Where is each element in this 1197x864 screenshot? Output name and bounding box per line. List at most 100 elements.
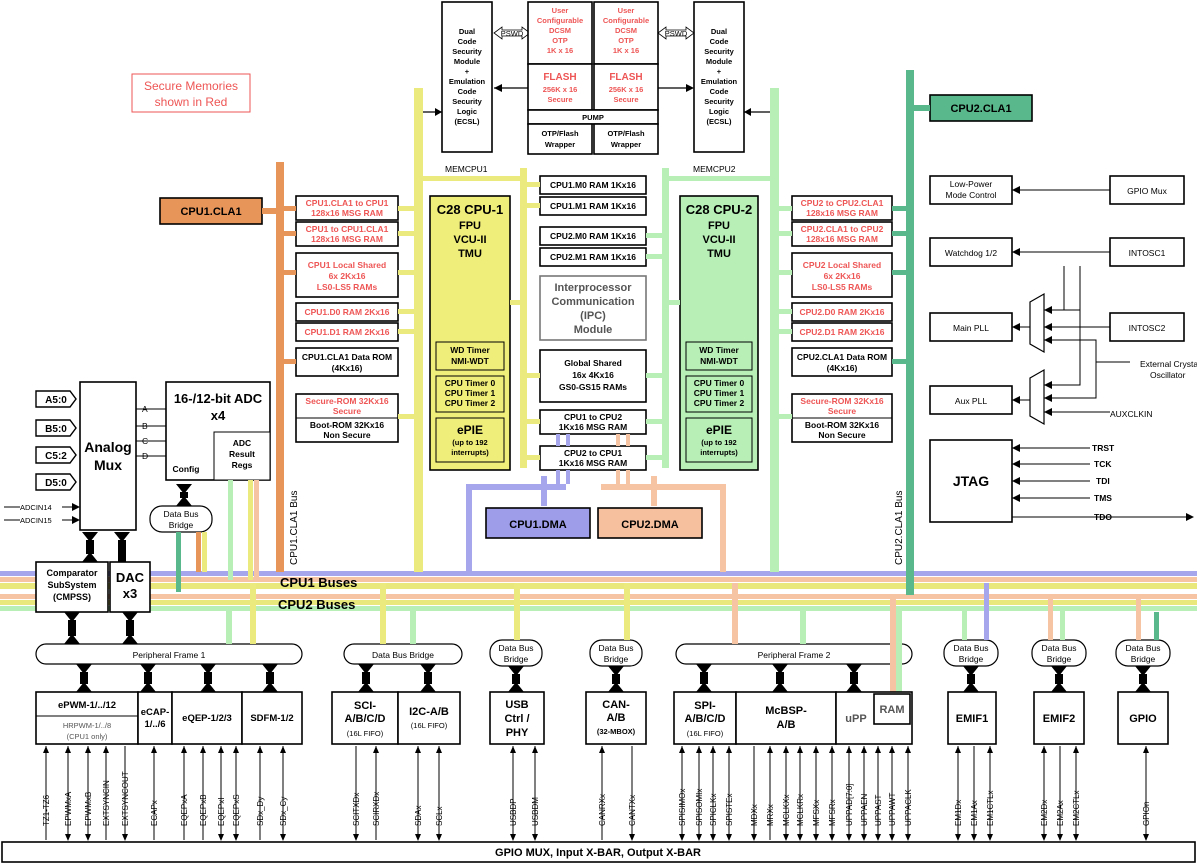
pin-arrow-down	[510, 834, 516, 841]
pin-label: SPICLKx	[709, 794, 718, 826]
pin-label: UPPAEN	[860, 793, 869, 826]
svg-text:LS0-LS5 RAMs: LS0-LS5 RAMs	[812, 282, 873, 292]
pin-arrow-down	[696, 834, 702, 841]
pin-arrow-down	[532, 834, 538, 841]
svg-text:eCAP-: eCAP-	[141, 707, 170, 718]
pin-label: EPWMxA	[64, 791, 73, 826]
svg-text:CPU Timer 1: CPU Timer 1	[445, 388, 496, 398]
pin-arrow-down	[797, 834, 803, 841]
svg-text:Boot-ROM 32Kx16: Boot-ROM 32Kx16	[310, 420, 384, 430]
pin-arrow-down	[726, 834, 732, 841]
svg-text:FLASH: FLASH	[543, 72, 576, 83]
svg-text:Result: Result	[229, 449, 255, 459]
svg-text:Non Secure: Non Secure	[818, 430, 866, 440]
pin-label: SPISTEx	[725, 794, 734, 826]
cpu1-buses-label: CPU1 Buses	[280, 575, 357, 590]
pin-arrow-up	[696, 746, 702, 753]
adc-bridge: Data Bus Bridge	[149, 505, 213, 533]
svg-text:HRPWM-1/../8: HRPWM-1/../8	[63, 721, 111, 730]
pin-label: MFSRx	[828, 799, 837, 826]
svg-text:CPU2.CLA1 Data ROM: CPU2.CLA1 Data ROM	[797, 352, 887, 362]
pin-arrow-down	[829, 834, 835, 841]
svg-text:CPU1 to CPU2: CPU1 to CPU2	[564, 412, 622, 422]
periph-mcbsp: McBSP- A/B	[735, 691, 837, 745]
pin-arrow-up	[726, 746, 732, 753]
pin-arrow-up	[233, 746, 239, 753]
dma-bus-lines	[466, 476, 726, 572]
svg-text:EMIF2: EMIF2	[1043, 713, 1075, 725]
svg-text:PHY: PHY	[506, 727, 529, 739]
svg-text:Module: Module	[706, 57, 732, 66]
periph-emif2: EMIF2	[1033, 691, 1085, 745]
svg-text:CPU2 Local Shared: CPU2 Local Shared	[803, 260, 881, 270]
cpu2-core: C28 CPU-2 FPU VCU-II TMU WD Timer NMI-WD…	[679, 195, 759, 471]
svg-text:B5:0: B5:0	[45, 424, 67, 435]
svg-text:External Crystal or: External Crystal or	[1140, 359, 1197, 369]
svg-text:(4Kx16): (4Kx16)	[332, 363, 363, 373]
svg-text:Data Bus Bridge: Data Bus Bridge	[372, 650, 434, 660]
cpu1-bus-center	[520, 168, 527, 468]
jtag-block: JTAG TRST TCK TDI TMS TDO	[929, 439, 1194, 523]
memcpu1-label: MEMCPU1	[445, 164, 488, 174]
cpu2-cla1-bus-line	[906, 70, 914, 595]
dcsm-right: Dual Code Security Module + Emulation Co…	[693, 1, 745, 153]
pin-arrow-up	[861, 746, 867, 753]
pin-label: UPPAST	[874, 794, 883, 826]
pin-arrow-up	[783, 746, 789, 753]
svg-text:interrupts): interrupts)	[451, 448, 489, 457]
svg-text:TCK: TCK	[1094, 459, 1112, 469]
pin-arrow-down	[679, 834, 685, 841]
svg-text:SDFM-1/2: SDFM-1/2	[250, 713, 293, 724]
svg-text:ADCIN15: ADCIN15	[20, 516, 52, 525]
svg-text:Data Bus: Data Bus	[599, 643, 634, 653]
svg-text:CAN-: CAN-	[602, 699, 630, 711]
pin-arrow-down	[813, 834, 819, 841]
svg-text:Dual: Dual	[711, 27, 727, 36]
svg-text:C5:2: C5:2	[45, 451, 67, 462]
pin-arrow-down	[1073, 834, 1079, 841]
svg-text:ADCIN14: ADCIN14	[20, 503, 52, 512]
memcpu2-bus	[669, 176, 770, 181]
pin-label: MCLKXx	[782, 794, 791, 826]
dac-block: DAC x3	[109, 561, 151, 613]
svg-text:+: +	[717, 67, 722, 76]
pswd-arrow-left: PSWD	[493, 26, 531, 40]
svg-text:PSWD: PSWD	[501, 29, 524, 38]
pin-label: USBDM	[531, 797, 540, 826]
pin-label: SPISIMOx	[678, 789, 687, 826]
pin-arrow-up	[889, 746, 895, 753]
pin-label: EQEPxI	[217, 798, 226, 826]
svg-text:CPU2.D0 RAM 2Kx16: CPU2.D0 RAM 2Kx16	[799, 307, 884, 317]
svg-text:(ECSL): (ECSL)	[707, 117, 733, 126]
cpu2-cla1-bus-label: CPU2.CLA1 Bus	[894, 491, 905, 565]
cpu1-bus-vertical	[414, 88, 423, 572]
svg-text:(up to 192: (up to 192	[701, 438, 736, 447]
pin-arrow-up	[1143, 746, 1149, 753]
svg-text:CPU1 to CPU1.CLA1: CPU1 to CPU1.CLA1	[306, 224, 389, 234]
svg-text:Bridge: Bridge	[1047, 654, 1072, 664]
svg-text:A5:0: A5:0	[45, 395, 67, 406]
svg-text:Wrapper: Wrapper	[611, 140, 641, 149]
svg-text:Main PLL: Main PLL	[953, 323, 989, 333]
svg-text:x4: x4	[211, 408, 226, 423]
pin-label: CANTXx	[628, 795, 637, 826]
pin-arrow-up	[532, 746, 538, 753]
svg-text:Secure-ROM 32Kx16: Secure-ROM 32Kx16	[800, 396, 883, 406]
svg-text:A/B/C/D: A/B/C/D	[345, 713, 386, 725]
pin-arrow-down	[1041, 834, 1047, 841]
svg-text:Bridge: Bridge	[169, 520, 194, 530]
svg-text:Regs: Regs	[232, 460, 253, 470]
svg-text:D5:0: D5:0	[45, 478, 67, 489]
cpu1-cla1-bus-label: CPU1.CLA1 Bus	[289, 491, 300, 565]
svg-text:(16L FIFO): (16L FIFO)	[411, 721, 448, 730]
cpu1-memories: CPU1.CLA1 to CPU1 128x16 MSG RAM CPU1 to…	[295, 195, 399, 443]
pin-label: SPISOMIx	[695, 789, 704, 826]
pin-label: UPPACLK	[904, 789, 913, 826]
svg-text:CPU2.D1 RAM 2Kx16: CPU2.D1 RAM 2Kx16	[799, 327, 884, 337]
pin-arrow-up	[436, 746, 442, 753]
svg-text:(16L FIFO): (16L FIFO)	[347, 729, 384, 738]
pin-arrow-down	[280, 834, 286, 841]
svg-text:Comparator: Comparator	[46, 568, 98, 578]
pin-arrow-up	[829, 746, 835, 753]
